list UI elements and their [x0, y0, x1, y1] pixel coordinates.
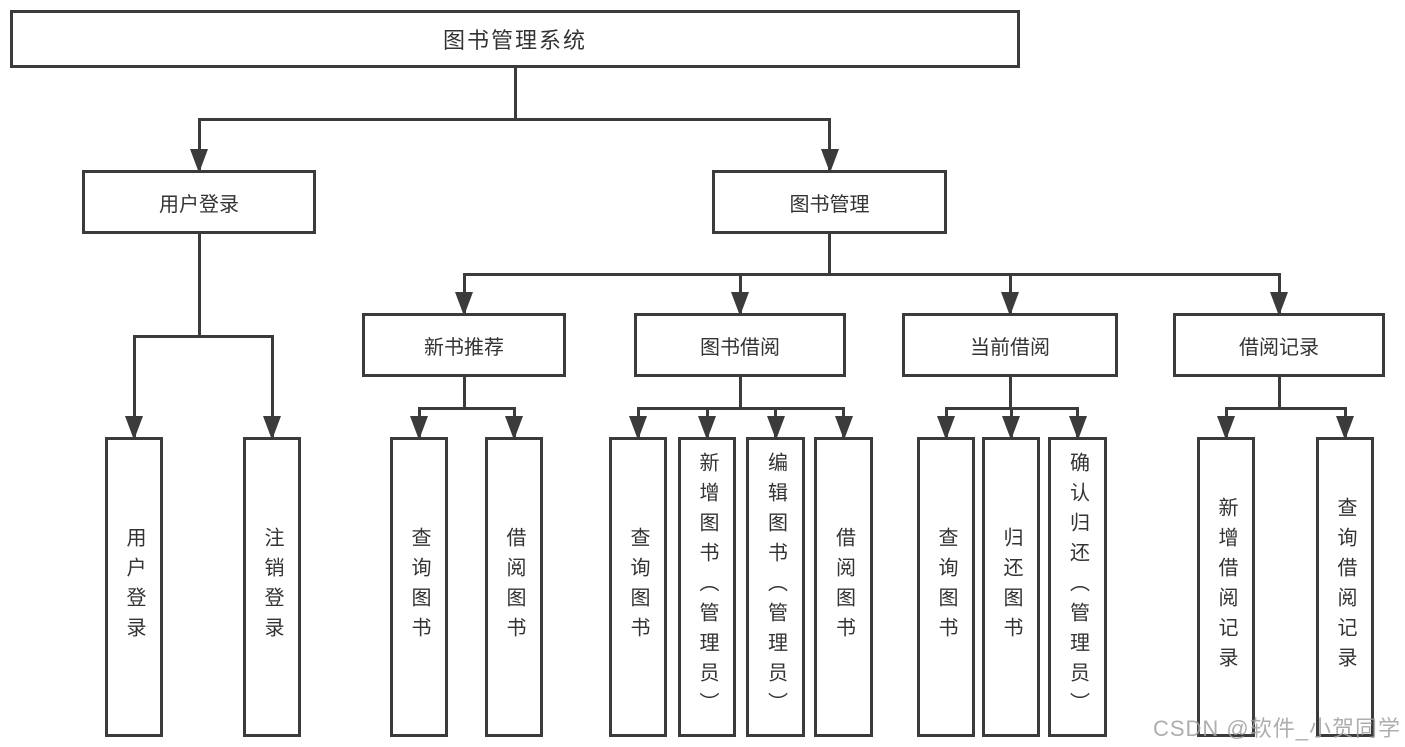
connector-bus-book-borrow: [636, 407, 845, 410]
arrowhead-down-icon-leaf-query-book-a: [410, 416, 428, 440]
arrowhead-down-icon-leaf-edit-book: [766, 416, 785, 440]
connector-stem-new-book-rec: [462, 377, 466, 410]
connector-bus-root: [197, 118, 831, 121]
node-label-leaf-add-record: 新增借阅记录: [1215, 497, 1237, 677]
node-label-leaf-edit-book: 编辑图书（管理员）: [764, 452, 787, 722]
arrowhead-down-icon-leaf-query-book-c: [937, 416, 955, 440]
node-label-new-book-rec: 新书推荐: [424, 336, 504, 359]
node-leaf-return-book: 归还图书: [982, 437, 1040, 737]
node-user-login: 用户登录: [82, 170, 316, 234]
node-leaf-query-record: 查询借阅记录: [1316, 437, 1374, 737]
node-leaf-query-book-b: 查询图书: [609, 437, 667, 737]
arrowhead-down-icon-current-borrow: [1001, 292, 1019, 316]
connector-stem-user-login: [197, 234, 201, 338]
arrowhead-down-icon-book-mgmt: [820, 149, 839, 173]
node-label-leaf-query-record: 查询借阅记录: [1334, 497, 1356, 677]
node-leaf-user-login: 用户登录: [105, 437, 163, 737]
node-leaf-add-book: 新增图书（管理员）: [678, 437, 736, 737]
node-leaf-edit-book: 编辑图书（管理员）: [746, 437, 805, 737]
arrowhead-down-icon-leaf-borrow-book-b: [834, 416, 853, 440]
node-root: 图书管理系统: [10, 10, 1020, 68]
arrowhead-down-icon-book-borrow: [731, 292, 749, 316]
arrowhead-down-icon-leaf-return-book: [1002, 416, 1020, 440]
node-label-root: 图书管理系统: [442, 28, 587, 53]
connector-bus-borrow-records: [1224, 407, 1347, 410]
node-current-borrow: 当前借阅: [902, 313, 1118, 377]
node-label-leaf-return-book: 归还图书: [1000, 527, 1022, 647]
node-leaf-confirm-return: 确认归还（管理员）: [1048, 437, 1107, 737]
connector-stem-borrow-records: [1277, 377, 1281, 410]
connector-drop-user-login: [197, 118, 201, 170]
node-label-leaf-logout: 注销登录: [261, 527, 283, 647]
node-label-current-borrow: 当前借阅: [970, 336, 1050, 359]
arrowhead-down-icon-user-login: [190, 149, 208, 173]
arrowhead-down-icon-leaf-borrow-book-a: [505, 416, 523, 440]
connector-stem-book-mgmt: [828, 234, 831, 276]
connector-drop-leaf-user-login: [132, 335, 136, 437]
node-borrow-records: 借阅记录: [1173, 313, 1385, 377]
node-label-leaf-borrow-book-a: 借阅图书: [503, 527, 525, 647]
csdn-watermark: CSDN @软件_小贺同学: [1152, 716, 1401, 741]
node-leaf-logout: 注销登录: [243, 437, 301, 737]
connector-drop-leaf-logout: [270, 335, 274, 437]
node-label-leaf-borrow-book-b: 借阅图书: [832, 527, 855, 647]
connector-stem-book-borrow: [738, 377, 742, 410]
node-leaf-borrow-book-b: 借阅图书: [814, 437, 873, 737]
connector-drop-book-mgmt: [828, 118, 831, 170]
node-label-leaf-add-book: 新增图书（管理员）: [696, 452, 718, 722]
node-label-leaf-confirm-return: 确认归还（管理员）: [1066, 452, 1089, 722]
node-label-leaf-query-book-c: 查询图书: [935, 527, 957, 647]
arrowhead-down-icon-borrow-records: [1270, 292, 1288, 316]
node-leaf-borrow-book-a: 借阅图书: [485, 437, 543, 737]
connector-bus-user-login: [132, 335, 274, 338]
connector-bus-book-mgmt: [462, 273, 1281, 276]
node-leaf-query-book-c: 查询图书: [917, 437, 975, 737]
node-book-borrow: 图书借阅: [634, 313, 846, 377]
arrowhead-down-icon-leaf-query-book-b: [629, 416, 647, 440]
node-label-borrow-records: 借阅记录: [1239, 336, 1319, 359]
node-label-book-mgmt: 图书管理: [789, 193, 870, 216]
node-label-user-login: 用户登录: [159, 193, 239, 216]
node-label-leaf-query-book-a: 查询图书: [408, 527, 430, 647]
arrowhead-down-icon-leaf-add-record: [1217, 416, 1235, 440]
arrowhead-down-icon-leaf-query-record: [1336, 416, 1354, 440]
node-label-book-borrow: 图书借阅: [700, 336, 780, 359]
connector-stem-current-borrow: [1008, 377, 1012, 410]
arrowhead-down-icon-leaf-confirm-return: [1068, 416, 1087, 440]
arrowhead-down-icon-leaf-user-login: [125, 416, 143, 440]
connector-bus-new-book-rec: [417, 407, 516, 410]
node-label-leaf-user-login: 用户登录: [123, 527, 145, 647]
arrowhead-down-icon-leaf-logout: [263, 416, 281, 440]
node-label-leaf-query-book-b: 查询图书: [627, 527, 649, 647]
node-leaf-add-record: 新增借阅记录: [1197, 437, 1255, 737]
connector-stem-root: [513, 68, 517, 121]
arrowhead-down-icon-new-book-rec: [455, 292, 473, 316]
node-book-mgmt: 图书管理: [712, 170, 947, 234]
arrowhead-down-icon-leaf-add-book: [698, 416, 716, 440]
node-new-book-rec: 新书推荐: [362, 313, 566, 377]
node-leaf-query-book-a: 查询图书: [390, 437, 448, 737]
